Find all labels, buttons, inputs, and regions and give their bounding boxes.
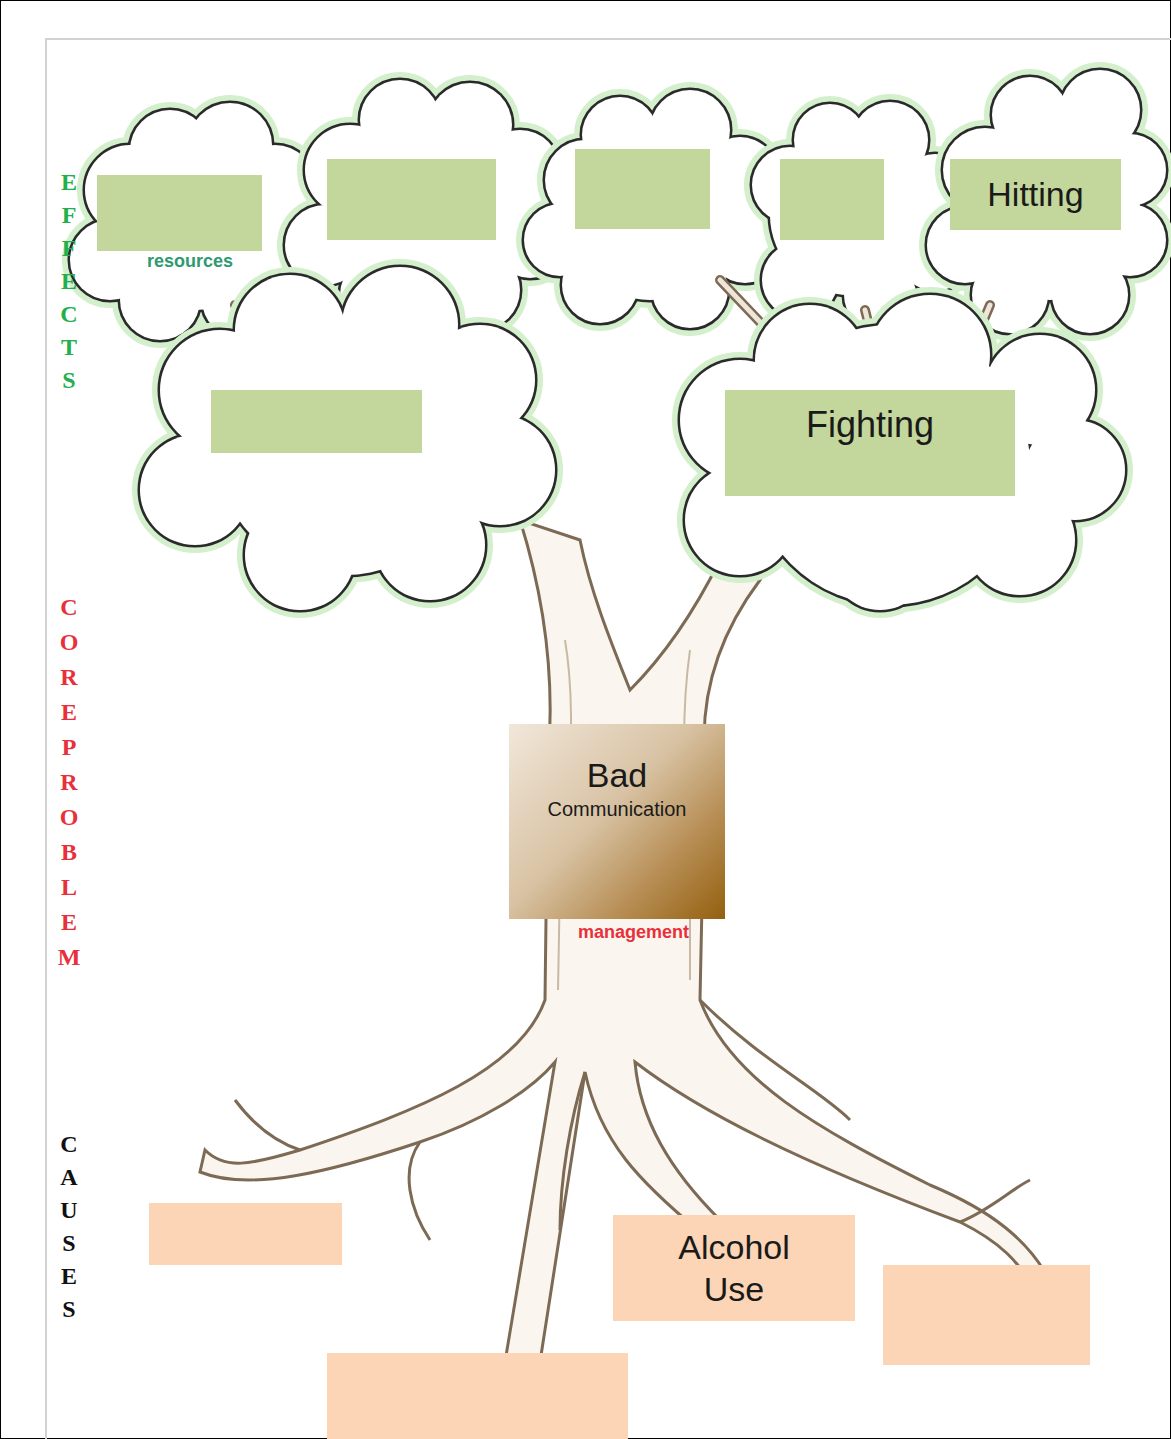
leaf-glow xyxy=(927,70,1166,333)
core-problem-box: BadCommunication xyxy=(509,724,725,919)
inner-frame xyxy=(46,39,1171,1439)
leaf-glow xyxy=(680,295,1125,610)
box-subtext: Communication xyxy=(548,797,687,822)
blank-effect-box xyxy=(780,159,884,240)
leaf-fill xyxy=(524,90,783,328)
leaf-fill xyxy=(680,295,1125,610)
section-label: EFFECTS xyxy=(57,166,81,397)
cause-box: Alcohol Use xyxy=(613,1215,855,1321)
blank-cause-box xyxy=(883,1265,1090,1365)
effect-box: Fighting xyxy=(725,390,1015,496)
box-text: Alcohol Use xyxy=(653,1226,815,1311)
hidden-box-text: management xyxy=(578,921,689,943)
effect-box: Hitting xyxy=(950,159,1121,230)
leaf-glow xyxy=(524,90,783,328)
leaf-outline xyxy=(140,267,555,610)
blank-cause-box xyxy=(149,1203,342,1265)
leaf-outline xyxy=(524,90,783,328)
leaf-outline xyxy=(927,70,1166,333)
leaf-fill xyxy=(140,267,555,610)
box-text: Hitting xyxy=(987,173,1083,216)
hidden-box-text: resources xyxy=(147,250,233,272)
section-label: CORE PROBLEM xyxy=(57,590,81,975)
leaf-fill xyxy=(927,70,1166,333)
blank-effect-box xyxy=(97,175,262,251)
top-canopy xyxy=(70,70,1166,340)
lower-canopy xyxy=(140,267,1125,610)
leaf-outline xyxy=(680,295,1125,610)
blank-effect-box xyxy=(327,159,496,240)
box-text: Bad xyxy=(587,754,648,797)
leaf-glow xyxy=(140,267,555,610)
blank-cause-box xyxy=(327,1353,628,1439)
section-label: CAUSES xyxy=(57,1128,81,1326)
box-text: Fighting xyxy=(806,402,934,447)
root-lines xyxy=(235,1000,1030,1240)
blank-cause-boxes xyxy=(149,1203,1090,1439)
blank-effect-box xyxy=(211,390,422,453)
blank-effect-box xyxy=(575,149,710,229)
